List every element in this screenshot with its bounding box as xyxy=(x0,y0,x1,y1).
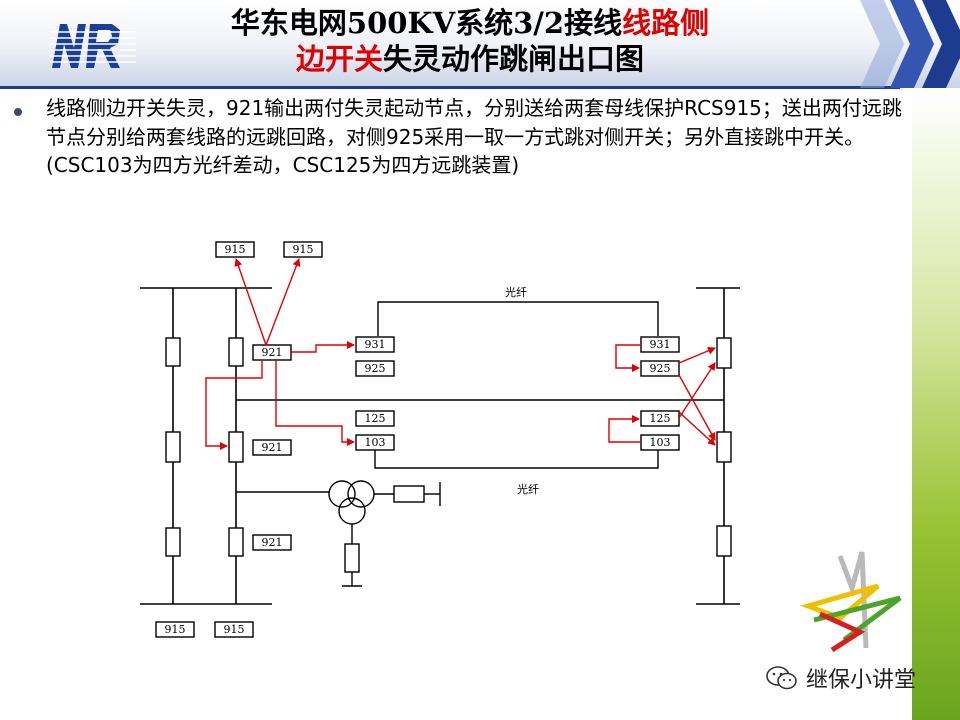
breaker-left-b1 xyxy=(228,337,244,367)
label-921-bot: 921 xyxy=(262,536,283,549)
label-931-left: 931 xyxy=(365,338,386,351)
breaker-right-1 xyxy=(716,337,732,369)
device-915-bottom-left xyxy=(155,621,195,638)
breaker-left-a2 xyxy=(165,431,181,463)
breaker-right-2 xyxy=(716,431,732,463)
emblem-logo xyxy=(800,551,902,653)
nr-logo xyxy=(50,24,136,68)
label-125-right: 125 xyxy=(650,412,671,425)
device-915-top-left xyxy=(215,241,255,258)
watermark-text: 继保小讲堂 xyxy=(806,668,917,693)
trip-arrow-right-931-925 xyxy=(615,344,641,372)
label-915-bottom-right: 915 xyxy=(224,623,245,636)
label-925-right: 925 xyxy=(650,362,671,375)
fiber-label-bottom: 光纤 xyxy=(517,482,539,496)
breaker-left-a1 xyxy=(165,337,181,367)
device-103-left xyxy=(355,434,395,451)
label-931-right: 931 xyxy=(650,338,671,351)
device-931-left xyxy=(355,336,395,353)
breaker-right-3 xyxy=(716,525,732,557)
trip-arrow-915-left xyxy=(234,258,267,346)
trip-arrow-middle-breaker xyxy=(205,360,263,450)
bullet-paragraph: 线路侧边开关失灵，921输出两付失灵起动节点，分别送给两套母线保护RCS915；… xyxy=(46,96,902,177)
transformer-icon xyxy=(328,480,441,587)
device-925-right xyxy=(640,360,680,377)
fiber-label-top: 光纤 xyxy=(505,285,527,299)
device-125-left xyxy=(355,410,395,427)
relay-921-bot xyxy=(252,534,292,551)
bullet-icon xyxy=(14,108,22,116)
label-915-bottom-left: 915 xyxy=(165,623,186,636)
device-125-right xyxy=(640,410,680,427)
side-accent-bar xyxy=(912,88,960,720)
fiber-line-top xyxy=(377,301,659,336)
label-103-right: 103 xyxy=(650,436,671,449)
header-band xyxy=(0,0,960,88)
label-915-top-right: 915 xyxy=(293,243,314,256)
page-title-line1: 华东电网500KV系统3/2接线线路侧 xyxy=(230,6,710,40)
trip-arrow-right-125-103 xyxy=(608,415,641,443)
device-915-bottom-right xyxy=(214,621,254,638)
label-125-left: 125 xyxy=(365,412,386,425)
trip-arrow-right-breaker-1 xyxy=(678,347,716,364)
page-title-line2: 边开关失灵动作跳闸出口图 xyxy=(295,42,645,76)
device-915-top-right xyxy=(283,241,323,258)
trip-arrow-right-breaker-3 xyxy=(678,362,716,419)
breaker-left-b2 xyxy=(228,431,244,463)
breaker-left-b3 xyxy=(228,527,244,557)
trip-arrow-915-right xyxy=(265,258,301,346)
relay-921-mid xyxy=(252,439,292,456)
label-925-left: 925 xyxy=(365,362,386,375)
label-103-left: 103 xyxy=(365,436,386,449)
chevron-decoration-icon xyxy=(860,0,960,88)
wechat-icon xyxy=(766,666,797,690)
device-925-left xyxy=(355,360,395,377)
fiber-line-bottom xyxy=(374,450,659,469)
header-divider xyxy=(0,86,900,89)
label-921-mid: 921 xyxy=(262,441,283,454)
label-921-top: 921 xyxy=(262,346,283,359)
trip-arrow-931 xyxy=(291,341,355,353)
wiring-diagram: 光纤 光纤 915 915 915 915 921 921 xyxy=(140,241,740,638)
trip-arrow-right-breaker-4 xyxy=(678,411,716,446)
trip-arrow-right-breaker-2 xyxy=(678,374,716,441)
label-915-top-left: 915 xyxy=(225,243,246,256)
trip-arrow-103 xyxy=(275,360,355,446)
breaker-left-a3 xyxy=(165,527,181,557)
